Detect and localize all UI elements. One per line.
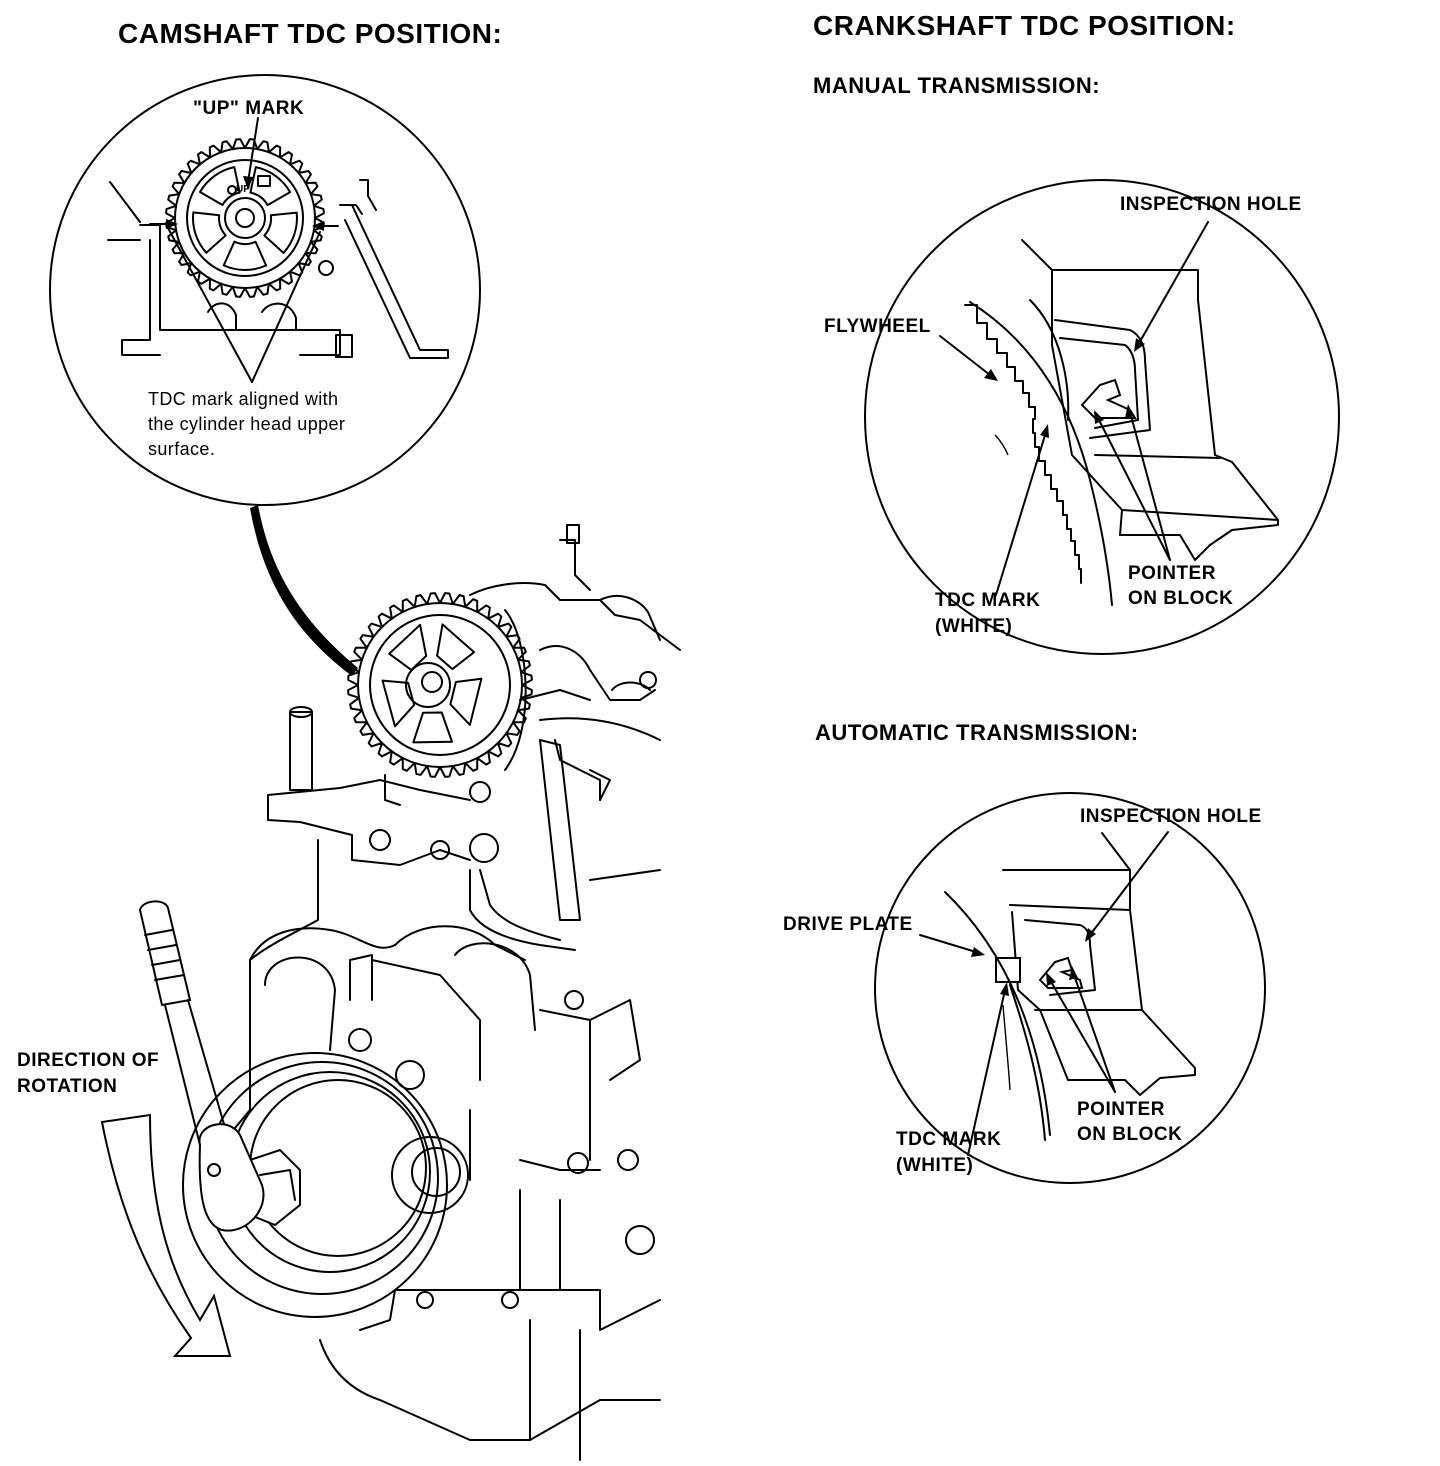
tdc-note-line-2: the cylinder head upper [148,414,346,434]
engine-sprocket-teeth [347,592,533,778]
rotation-label-line-1: DIRECTION OF [17,1050,160,1071]
automatic-housing [1067,832,1196,1096]
cam-spoke-window [263,211,298,254]
automatic-circle-outline [874,792,1266,1184]
engine-spoke-window [436,623,476,671]
engine-spoke-window [449,677,483,726]
cam-teeth-outline [165,138,325,298]
engine-lower-block [319,1319,531,1441]
rotation-label-line-2: ROTATION [17,1076,118,1097]
cam-sprocket [174,147,316,289]
automatic-pointer-line-2 [1073,974,1116,1093]
automatic-inspection-pointer [1089,831,1169,936]
cam-spoke-window [191,211,227,254]
engine-spoke-window [381,679,416,728]
automatic-transmission-detail [874,792,1266,1184]
timing-cover-left-edge [224,839,319,1141]
automatic-tdc-pointer [967,989,1006,1156]
tdc-left-pointer [167,227,253,383]
flywheel-pointer [939,335,991,376]
callout-tail [250,505,358,676]
drive-plate-label: DRIVE PLATE [783,914,913,935]
tdc-note-line-1: TDC mark aligned with [148,389,339,409]
up-mark-pointer [247,117,259,183]
rotation-arrow [100,1113,232,1357]
engine-mount-bracket [267,794,471,866]
tdc-note-line-3: surface. [148,439,216,459]
head-right-wall [344,204,449,359]
cam-spoke-window [222,240,268,271]
manual-pointer-line-2 [1129,411,1171,561]
camshaft-title: CAMSHAFT TDC POSITION: [118,18,503,49]
up-mark-text: UP [236,184,250,195]
engine-spoke-window [412,711,453,744]
drive-plate-pointer [919,934,977,953]
manual-tdc-pointer [995,431,1047,596]
engine-spoke-window [388,623,428,671]
wrench-handle-grip [138,900,192,1007]
manual-pointer-line2: ON BLOCK [1128,588,1234,609]
flywheel-label: FLYWHEEL [824,316,931,337]
wrench-tool [138,900,265,1232]
manual-transmission-detail [864,179,1340,655]
engine-stud [289,711,313,791]
cam-spoke-window [199,166,241,206]
wrench-head [198,1123,265,1232]
engine-front-illustration [100,524,681,1461]
tdc-right-pointer [251,231,321,383]
flywheel-teeth [964,304,1082,584]
manual-pointer-tab [1080,378,1137,419]
automatic-transmission-heading: AUTOMATIC TRANSMISSION: [815,720,1139,745]
camshaft-detail-circle: UP [49,74,481,676]
cam-sprocket-spokes [191,166,298,271]
manual-pointer-line-1 [1097,417,1171,561]
manual-transmission-heading: MANUAL TRANSMISSION: [813,73,1101,98]
manual-tdc-mark-line-1: TDC MARK [935,590,1041,611]
automatic-tdc-mark-line-2: (WHITE) [896,1155,974,1176]
manual-pointer-line1: POINTER [1128,563,1216,584]
manual-circle-outline [864,179,1340,655]
automatic-tdc-mark-line-1: TDC MARK [896,1129,1002,1150]
camshaft-circle-outline [49,74,481,506]
manual-tdc-mark-line-2: (WHITE) [935,616,1013,637]
automatic-pointer-line-1 [1049,979,1116,1093]
engine-teeth-outline [347,592,533,778]
crankshaft-title: CRANKSHAFT TDC POSITION: [813,10,1236,41]
up-mark-label: "UP" MARK [193,98,305,119]
automatic-inspection-hole-label: INSPECTION HOLE [1080,806,1262,827]
automatic-pointer-line1: POINTER [1077,1099,1165,1120]
manual-inspection-pointer [1137,221,1209,346]
belt-cover-strip [539,739,581,921]
cam-spoke-window [249,166,292,207]
automatic-pointer-line2: ON BLOCK [1077,1124,1183,1145]
cylinder-head-top [469,582,681,651]
cam-sprocket-teeth [165,138,325,298]
manual-inspection-hole-label: INSPECTION HOLE [1120,194,1302,215]
